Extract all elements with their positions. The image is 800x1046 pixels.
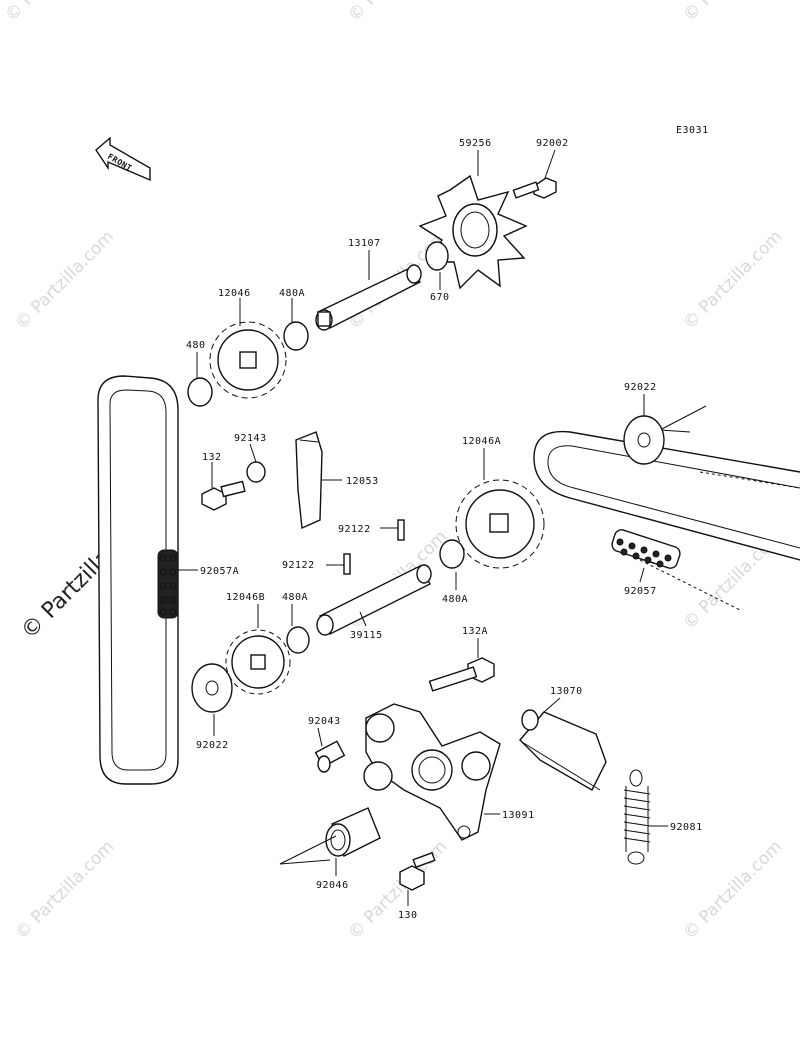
- sprocket: [209, 321, 287, 399]
- bolt-icon: [512, 177, 557, 199]
- part-label-12046A[interactable]: 12046A: [462, 436, 501, 447]
- snap-ring: [425, 241, 449, 271]
- watermark: © Partzilla.com: [679, 0, 786, 26]
- part-label-480A[interactable]: 480A: [279, 288, 305, 299]
- chain-links-icon: [157, 549, 179, 619]
- part-label-13091[interactable]: 13091: [502, 810, 535, 821]
- shaft: [315, 264, 422, 331]
- part-label-92046[interactable]: 92046: [316, 880, 349, 891]
- bracket: [363, 703, 501, 841]
- washer: [623, 415, 665, 465]
- part-label-92043[interactable]: 92043: [308, 716, 341, 727]
- part-label-39115[interactable]: 39115: [350, 630, 383, 641]
- part-label-92143[interactable]: 92143: [234, 433, 267, 444]
- part-label-132[interactable]: 132: [202, 452, 222, 463]
- part-label-92057A[interactable]: 92057A: [200, 566, 239, 577]
- part-label-59256[interactable]: 59256: [459, 138, 492, 149]
- tensioner-arm: [295, 431, 323, 530]
- watermark: © Partzilla.com: [11, 837, 118, 944]
- chain-loop-right: [533, 405, 800, 611]
- part-label-12046[interactable]: 12046: [218, 288, 251, 299]
- front-arrow-icon: FRONT: [95, 136, 151, 182]
- watermark: © Partzilla.com: [679, 837, 786, 944]
- part-label-92081[interactable]: 92081: [670, 822, 703, 833]
- part-label-670[interactable]: 670: [430, 292, 450, 303]
- shaft: [316, 564, 432, 636]
- chain-guide-wheel: [418, 174, 528, 290]
- snap-ring: [283, 321, 309, 351]
- washer: [246, 461, 266, 483]
- sprocket: [225, 629, 291, 695]
- pin: [397, 519, 405, 541]
- snap-ring: [439, 539, 465, 569]
- sprocket: [455, 479, 545, 569]
- needle-bearing: [279, 807, 381, 865]
- snap-ring: [286, 626, 310, 654]
- part-label-92002[interactable]: 92002: [536, 138, 569, 149]
- part-label-130[interactable]: 130: [398, 910, 418, 921]
- chain-links-icon: [611, 529, 681, 569]
- part-label-13107[interactable]: 13107: [348, 238, 381, 249]
- part-label-92022[interactable]: 92022: [624, 382, 657, 393]
- bolt-icon: [399, 851, 436, 891]
- collar: [314, 740, 346, 773]
- watermark: © Partzilla.com: [1, 0, 108, 26]
- part-label-132A[interactable]: 132A: [462, 626, 488, 637]
- part-label-480[interactable]: 480: [186, 340, 206, 351]
- part-label-12046B[interactable]: 12046B: [226, 592, 265, 603]
- chain-slipper: [519, 709, 607, 791]
- washer: [191, 663, 233, 713]
- part-label-92022[interactable]: 92022: [196, 740, 229, 751]
- watermark: © Partzilla.com: [344, 0, 451, 26]
- part-label-480A[interactable]: 480A: [282, 592, 308, 603]
- watermark: © Partzilla.com: [679, 227, 786, 334]
- part-label-12053[interactable]: 12053: [346, 476, 379, 487]
- spring-icon: [623, 769, 651, 865]
- watermark: © Partzilla.com: [11, 227, 118, 334]
- chain-loop-left: [97, 375, 179, 785]
- watermark: © Partzilla.com: [344, 837, 451, 944]
- pin: [343, 553, 351, 575]
- snap-ring: [187, 377, 213, 407]
- part-label-480A[interactable]: 480A: [442, 594, 468, 605]
- part-label-92122[interactable]: 92122: [338, 524, 371, 535]
- bolt-icon: [201, 480, 246, 511]
- part-labels: 59256 92002 13107 670 12046 480A 480 920…: [186, 138, 703, 921]
- diagram-code: E3031: [676, 125, 709, 136]
- leader-lines: [178, 149, 668, 906]
- part-label-92057[interactable]: 92057: [624, 586, 657, 597]
- part-label-92122[interactable]: 92122: [282, 560, 315, 571]
- part-label-13070[interactable]: 13070: [550, 686, 583, 697]
- bolt-icon: [428, 657, 495, 692]
